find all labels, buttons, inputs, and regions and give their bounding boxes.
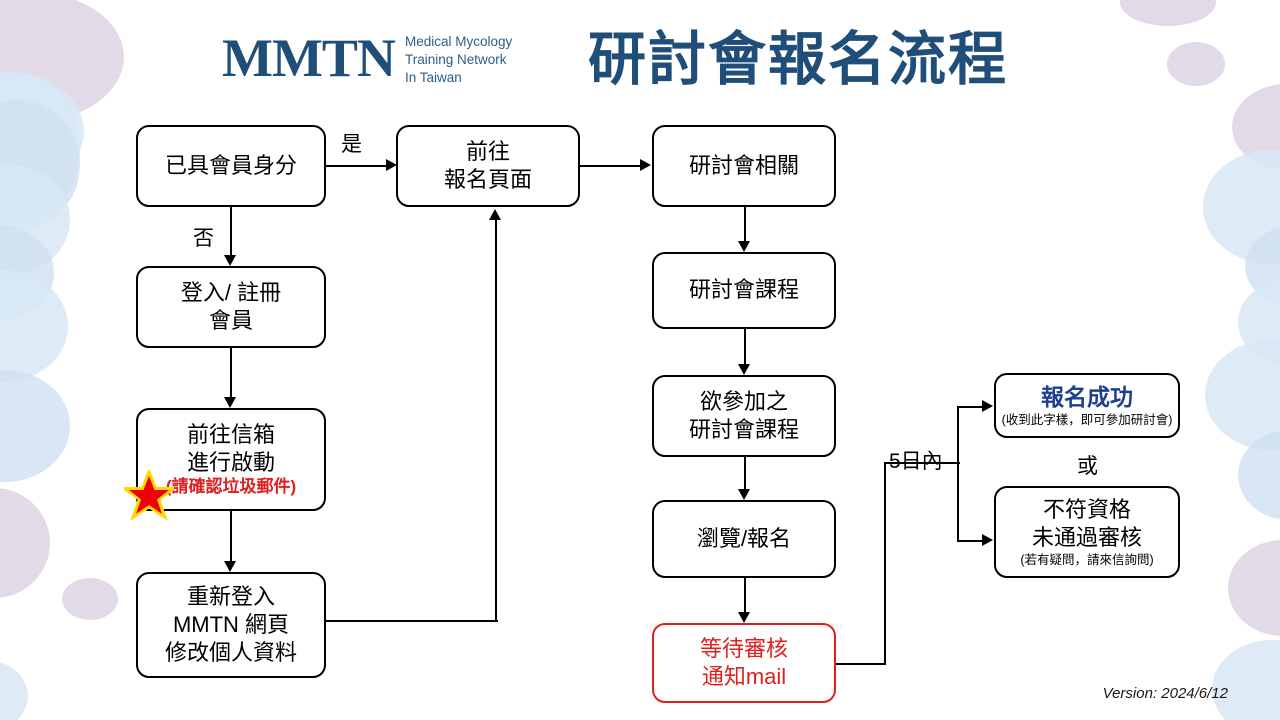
mmtn-logo: MMTN Medical Mycology Training Network I… xyxy=(222,30,512,86)
arrowhead xyxy=(224,255,236,266)
arrowhead xyxy=(738,364,750,375)
connector-await-right xyxy=(836,663,886,666)
connector-branch-up xyxy=(957,406,960,464)
node-line: 登入/ 註冊 xyxy=(180,279,282,305)
decorative-ellipse xyxy=(0,660,28,720)
arrowhead xyxy=(640,159,651,171)
node-line: 研討會課程 xyxy=(688,277,799,303)
connector-to-success xyxy=(957,406,984,409)
node-line: 瀏覽/報名 xyxy=(696,525,792,551)
mmtn-logo-wordmark: MMTN xyxy=(222,28,396,89)
edge-label-yes: 是 xyxy=(341,133,362,156)
node-warning-note: (請確認垃圾郵件) xyxy=(165,477,297,497)
edge-label-no: 否 xyxy=(193,227,214,250)
decorative-ellipse xyxy=(1205,340,1280,450)
decorative-ellipse xyxy=(0,270,68,382)
decorative-ellipse xyxy=(1228,540,1280,636)
decorative-ellipse xyxy=(1212,640,1280,720)
decorative-ellipse xyxy=(1203,150,1280,264)
node-go-signup-page: 前往 報名頁面 xyxy=(396,125,580,207)
node-signup-success: 報名成功 (收到此字樣，即可參加研討會) xyxy=(994,373,1180,438)
decorative-ellipse xyxy=(0,225,54,321)
arrowhead xyxy=(982,534,993,546)
node-line: 修改個人資料 xyxy=(164,640,297,666)
version-label: Version: 2024/6/12 xyxy=(1102,685,1228,702)
decorative-ellipse xyxy=(0,165,70,275)
node-line: 研討會相關 xyxy=(688,152,799,178)
node-line: 欲參加之 xyxy=(699,388,788,414)
node-await-review: 等待審核 通知mail xyxy=(652,623,836,703)
node-line: 已具會員身分 xyxy=(164,152,297,178)
node-line: 等待審核 xyxy=(699,635,788,661)
connector-no xyxy=(230,207,233,255)
decorative-ellipse xyxy=(0,100,80,230)
node-seminar-info: 研討會相關 xyxy=(652,125,836,207)
node-note: (若有疑問，請來信詢問) xyxy=(1020,553,1154,568)
node-line: 報名頁面 xyxy=(443,167,532,192)
node-line: MMTN 網頁 xyxy=(172,611,290,637)
node-line: 研討會課程 xyxy=(688,417,799,442)
connector-info-to-course xyxy=(744,207,747,241)
connector-browse-to-await xyxy=(744,578,747,612)
decorative-ellipse xyxy=(1245,226,1280,306)
node-line: 前往信箱 xyxy=(186,422,275,448)
connector-yes xyxy=(326,165,388,168)
connector-branch-h xyxy=(884,462,960,465)
connector-signup-to-seminar xyxy=(580,165,642,168)
node-browse-signup: 瀏覽/報名 xyxy=(652,500,836,578)
node-desired-course: 欲參加之 研討會課程 xyxy=(652,375,836,457)
arrowhead xyxy=(738,241,750,252)
page-title: 研討會報名流程 xyxy=(588,27,1009,92)
connector-login-to-activate xyxy=(230,348,233,397)
edge-label-or: 或 xyxy=(1077,455,1098,478)
mmtn-logo-subtitle: Medical Mycology Training Network In Tai… xyxy=(404,34,513,85)
decorative-ellipse xyxy=(1238,280,1280,364)
node-member-check: 已具會員身分 xyxy=(136,125,326,207)
arrowhead xyxy=(386,159,397,171)
node-line: 通知mail xyxy=(701,664,787,689)
node-seminar-course: 研討會課程 xyxy=(652,252,836,329)
connector-await-up xyxy=(884,462,887,665)
connector-relogin-up xyxy=(495,220,498,622)
arrowhead xyxy=(738,489,750,500)
arrowhead xyxy=(224,397,236,408)
node-not-qualified: 不符資格 未通過審核 (若有疑問，請來信詢問) xyxy=(994,486,1180,578)
connector-activate-to-relogin xyxy=(230,511,233,561)
connector-desired-to-browse xyxy=(744,457,747,489)
edge-label-within-5-days: 5日內 xyxy=(889,450,943,473)
decorative-ellipse xyxy=(0,488,50,598)
connector-to-not-qualified xyxy=(957,540,984,543)
connector-relogin-right xyxy=(326,620,498,623)
arrowhead xyxy=(982,400,993,412)
node-login-register: 登入/ 註冊 會員 xyxy=(136,266,326,348)
slide-header: MMTN Medical Mycology Training Network I… xyxy=(0,0,1280,115)
node-heading: 報名成功 xyxy=(1041,383,1133,410)
decorative-ellipse xyxy=(0,370,70,482)
node-note: (收到此字樣，即可參加研討會) xyxy=(1001,413,1173,428)
decorative-ellipse xyxy=(1238,430,1280,520)
red-star-icon xyxy=(124,470,174,520)
node-line: 會員 xyxy=(208,308,253,333)
node-line: 前往 xyxy=(465,138,510,164)
node-relogin-profile: 重新登入 MMTN 網頁 修改個人資料 xyxy=(136,572,326,678)
arrowhead xyxy=(489,209,501,220)
node-line: 不符資格 xyxy=(1042,496,1131,522)
connector-branch-down xyxy=(957,462,960,542)
node-line: 重新登入 xyxy=(186,583,275,609)
connector-course-to-desired xyxy=(744,329,747,364)
node-line: 進行啟動 xyxy=(186,450,275,476)
node-line: 未通過審核 xyxy=(1031,525,1142,550)
arrowhead xyxy=(224,561,236,572)
decorative-ellipse xyxy=(62,578,118,620)
arrowhead xyxy=(738,612,750,623)
